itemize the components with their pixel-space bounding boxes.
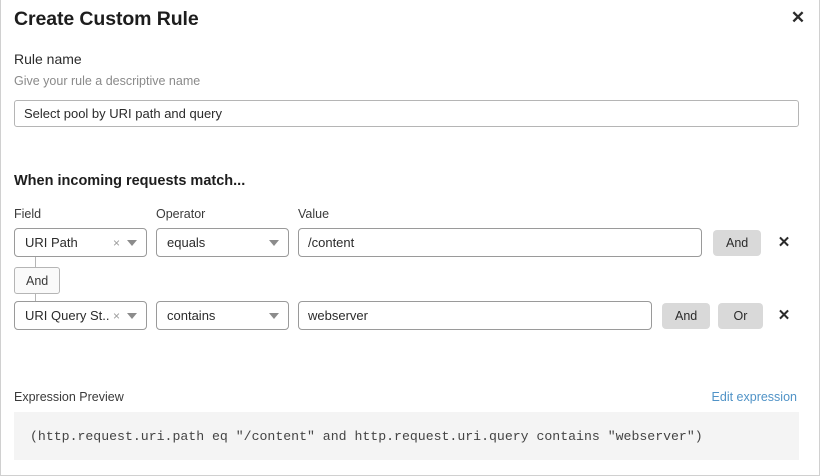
operator-select-2-value: contains xyxy=(167,308,216,323)
add-or-condition-button-2[interactable]: Or xyxy=(718,303,763,329)
delete-condition-button-2[interactable]: ✕ xyxy=(773,302,795,328)
condition-row: URI Query St... × contains And Or ✕ xyxy=(1,301,820,331)
edit-expression-link[interactable]: Edit expression xyxy=(711,390,797,404)
add-and-condition-button-1[interactable]: And xyxy=(713,230,762,256)
conditions-heading: When incoming requests match... xyxy=(14,173,246,189)
delete-condition-button-1[interactable]: ✕ xyxy=(773,229,795,255)
operator-select-2[interactable]: contains xyxy=(156,301,289,330)
rule-name-input[interactable] xyxy=(14,100,799,127)
rule-name-label: Rule name xyxy=(14,51,82,67)
chevron-down-icon xyxy=(269,239,279,246)
expression-preview-code: (http.request.uri.path eq "/content" and… xyxy=(14,412,799,460)
column-header-operator: Operator xyxy=(156,207,206,221)
column-header-value: Value xyxy=(298,207,330,221)
chevron-down-icon xyxy=(127,239,137,246)
add-and-condition-button-2[interactable]: And xyxy=(662,303,711,329)
operator-select-1-value: equals xyxy=(167,235,206,250)
value-input-1[interactable] xyxy=(298,228,702,257)
close-icon[interactable]: ✕ xyxy=(786,5,810,29)
connector-and-chip[interactable]: And xyxy=(14,267,61,294)
operator-select-1[interactable]: equals xyxy=(156,228,289,257)
rule-name-help-text: Give your rule a descriptive name xyxy=(14,74,201,88)
chevron-down-icon xyxy=(269,312,279,319)
column-header-field: Field xyxy=(14,207,42,221)
clear-icon[interactable]: × xyxy=(112,235,120,250)
field-select-2-value: URI Query St... xyxy=(25,308,110,323)
chevron-down-icon xyxy=(127,312,137,319)
field-select-1-value: URI Path xyxy=(25,235,78,250)
field-select-2[interactable]: URI Query St... × xyxy=(14,301,147,330)
field-select-1[interactable]: URI Path × xyxy=(14,228,147,257)
connector-line-bottom xyxy=(35,294,36,305)
connector-line-top xyxy=(35,257,36,268)
condition-row: URI Path × equals And ✕ xyxy=(1,228,820,258)
value-input-2[interactable] xyxy=(298,301,652,330)
condition-group-connector: And xyxy=(14,257,134,305)
dialog-title: Create Custom Rule xyxy=(14,8,199,30)
expression-preview-label: Expression Preview xyxy=(14,390,124,404)
clear-icon[interactable]: × xyxy=(112,308,120,323)
